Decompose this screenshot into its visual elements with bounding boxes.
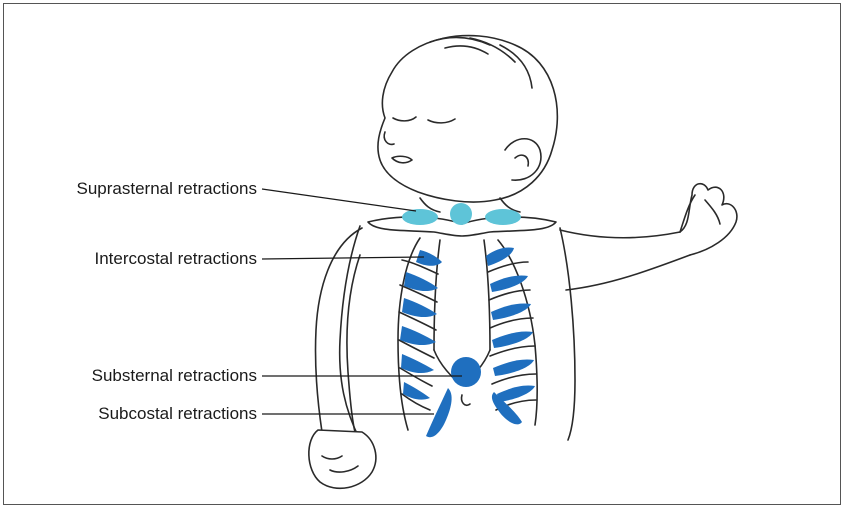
leader-intercostal [262,257,424,259]
label-intercostal: Intercostal retractions [94,249,257,269]
infant-right-arm [560,230,680,238]
label-suprasternal: Suprasternal retractions [77,179,257,199]
infant-eye [393,117,416,121]
substernal-highlight [451,357,481,387]
infant-right-hand [680,184,737,255]
leader-suprasternal [262,189,416,211]
infant-head [378,36,557,202]
label-substernal: Substernal retractions [92,366,257,386]
suprasternal-highlight [402,203,521,225]
label-subcostal: Subcostal retractions [98,404,257,424]
infant-ear [505,139,541,180]
infant-left-fist [309,430,376,488]
infant-mouth [392,156,412,163]
